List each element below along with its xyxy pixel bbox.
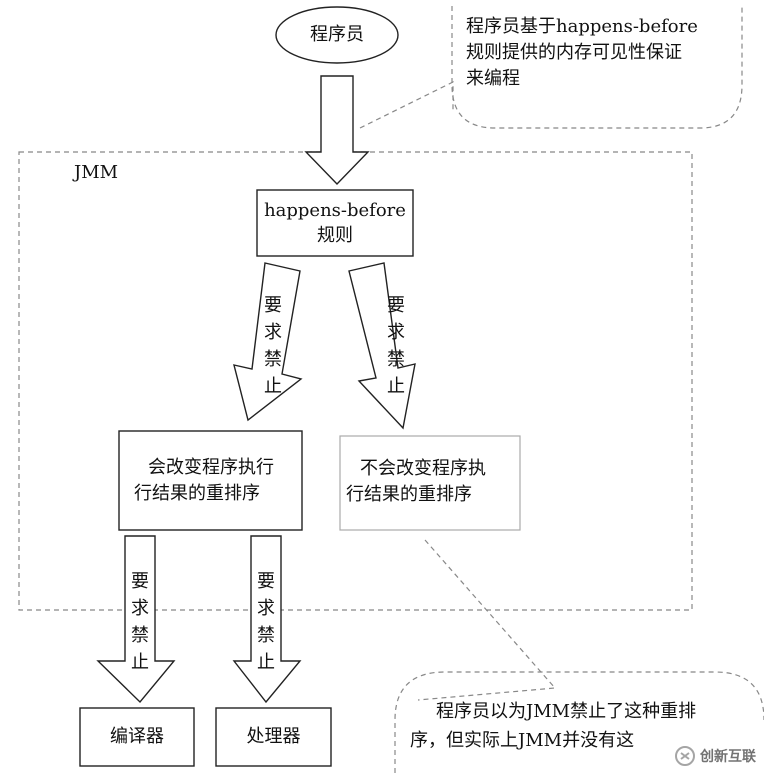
note-bottom-bubble: [394, 671, 764, 773]
rules-box: [256, 189, 414, 257]
arrow-compiler-label: 要求禁止: [131, 571, 149, 673]
note-top-pointer: [359, 81, 454, 129]
note-top-line2: 规则提供的内存可见性保证: [466, 42, 682, 63]
rules-line1: happens-before: [264, 200, 406, 221]
arrow-to-processor: [232, 535, 302, 704]
programmer-node: [275, 6, 399, 64]
arrow-programmer-to-rules: [304, 75, 370, 186]
arrow-rules-to-left: [233, 262, 303, 422]
reorder-changes-box: [118, 430, 303, 531]
note-top-line3: 来编程: [466, 68, 520, 89]
jmm-label: JMM: [74, 162, 119, 183]
compiler-label: 编译器: [110, 726, 164, 747]
note-bottom-line1: 程序员以为JMM禁止了这种重排: [436, 701, 697, 722]
note-top-line1: 程序员基于happens-before: [466, 16, 698, 37]
programmer-label: 程序员: [310, 24, 364, 45]
rules-line2: 规则: [317, 225, 353, 246]
arrow-left-label: 要求禁止: [264, 295, 282, 397]
watermark-logo-icon: [675, 746, 695, 766]
box-left-line1: 会改变程序执行: [148, 457, 274, 478]
processor-label: 处理器: [246, 726, 301, 747]
arrow-right-label: 要求禁止: [387, 295, 405, 397]
box-right-line1: 不会改变程序执: [360, 458, 486, 479]
arrow-to-compiler: [96, 535, 176, 704]
arrow-processor-label: 要求禁止: [257, 571, 275, 673]
arrow-rules-to-right: [348, 262, 416, 430]
watermark-text: 创新互联: [700, 749, 756, 765]
box-right-line2: 行结果的重排序: [346, 484, 472, 505]
reorder-nochange-box: [339, 435, 521, 531]
note-bottom-line2: 序，但实际上JMM并没有这: [410, 730, 635, 751]
compiler-box: [79, 707, 195, 767]
note-bottom-pointer: [417, 539, 557, 701]
watermark: 创新互联: [674, 745, 756, 767]
box-left-line2: 行结果的重排序: [134, 483, 260, 504]
processor-box: [215, 707, 332, 767]
